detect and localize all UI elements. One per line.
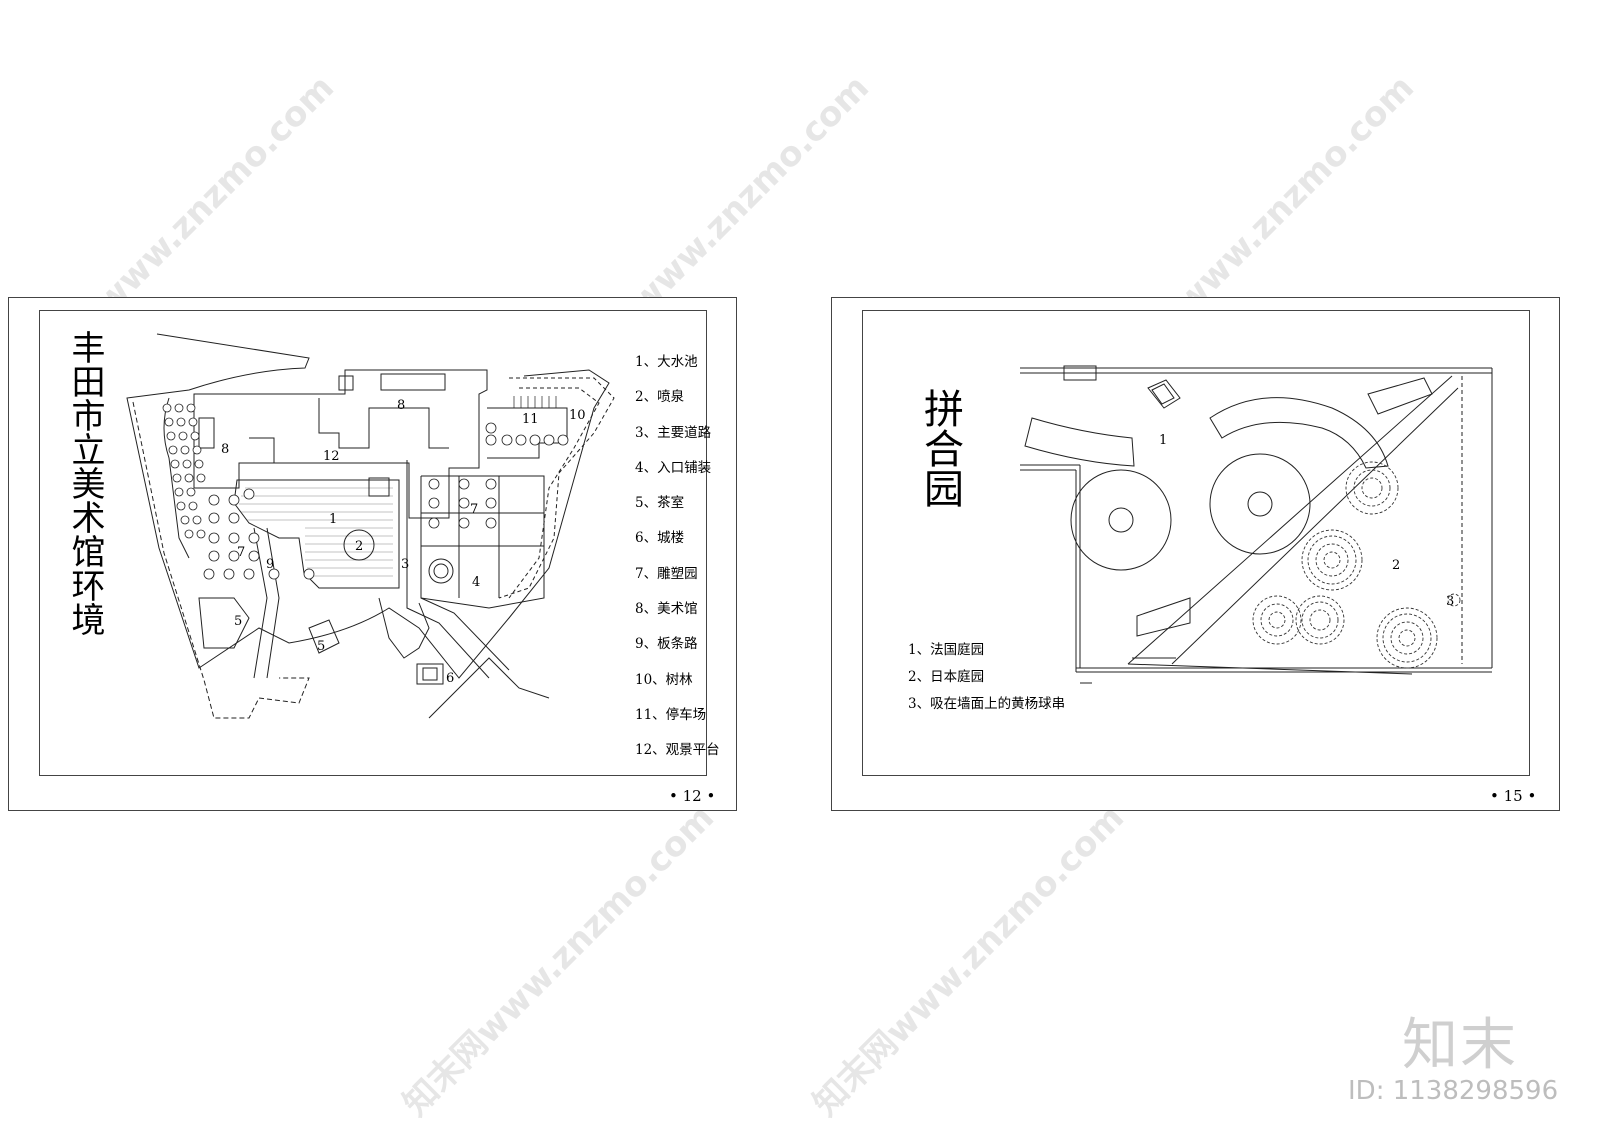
- left-sheet-title: 丰田市立美术馆环境: [65, 330, 105, 636]
- left-site-plan: 1 2 3 4 5 5 6 7 7 8 8 9 10 11 12: [126, 333, 615, 719]
- legend-item: 1、大水池: [635, 354, 698, 370]
- plan-label: 10: [569, 408, 586, 423]
- left-sheet: 丰田市立美术馆环境: [8, 297, 737, 811]
- tree-cluster-left: [162, 403, 206, 539]
- legend-item: 1、法国庭园: [908, 642, 985, 658]
- plan-label: 9: [266, 557, 274, 572]
- left-legend: 1、大水池 2、喷泉 3、主要道路 4、入口铺装 5、茶室 6、城楼 7、雕塑园…: [635, 350, 720, 774]
- page-number: • 15 •: [1490, 787, 1537, 805]
- plan-label: 7: [470, 502, 478, 517]
- legend-item: 11、停车场: [635, 706, 707, 723]
- plan-label: 2: [1392, 558, 1400, 573]
- watermark-text: 知末网www.znzmo.com: [395, 797, 722, 1124]
- legend-item: 3、吸在墙面上的黄杨球串: [908, 696, 1066, 712]
- plan-label: 1: [1159, 433, 1167, 448]
- plan-label: 3: [401, 557, 409, 572]
- plan-label: 7: [237, 545, 245, 560]
- legend-item: 4、入口铺装: [635, 459, 712, 476]
- plan-label: 8: [221, 442, 229, 457]
- right-site-plan: 1 2 3: [1020, 365, 1493, 684]
- plan-label: 11: [522, 412, 539, 427]
- legend-item: 10、树林: [635, 671, 693, 688]
- plan-label: 6: [446, 671, 454, 686]
- legend-item: 8、美术馆: [635, 601, 698, 618]
- tree-rows-sculpture: [203, 422, 569, 580]
- legend-item: 6、城楼: [635, 530, 685, 547]
- plan-label: 5: [234, 614, 242, 629]
- plan-label: 3: [1446, 594, 1454, 609]
- brand-logo: 知末: [1402, 1013, 1518, 1078]
- plan-label: 12: [323, 449, 340, 464]
- brand-id: ID: 1138298596: [1348, 1076, 1559, 1106]
- plan-label: 2: [355, 539, 363, 554]
- plan-label: 1: [329, 512, 337, 527]
- right-legend: 1、法国庭园 2、日本庭园 3、吸在墙面上的黄杨球串: [908, 638, 1065, 719]
- plan-label: 5: [317, 639, 325, 654]
- legend-item: 9、板条路: [635, 636, 698, 653]
- right-sheet-title: 拼合园: [917, 388, 963, 508]
- plan-label: 8: [397, 398, 405, 413]
- legend-item: 12、观景平台: [635, 742, 720, 759]
- watermark-text: 知末网www.znzmo.com: [805, 797, 1132, 1124]
- legend-item: 3、主要道路: [635, 424, 712, 441]
- legend-item: 2、喷泉: [635, 389, 685, 406]
- legend-item: 2、日本庭园: [908, 669, 985, 685]
- page-number: • 12 •: [669, 787, 716, 805]
- right-sheet: 拼合园: [831, 297, 1560, 811]
- plan-label: 4: [472, 575, 480, 590]
- right-sheet-inner-frame: [862, 310, 1530, 776]
- left-sheet-inner-frame: [39, 310, 707, 776]
- legend-item: 7、雕塑园: [635, 565, 698, 582]
- legend-item: 5、茶室: [635, 495, 685, 512]
